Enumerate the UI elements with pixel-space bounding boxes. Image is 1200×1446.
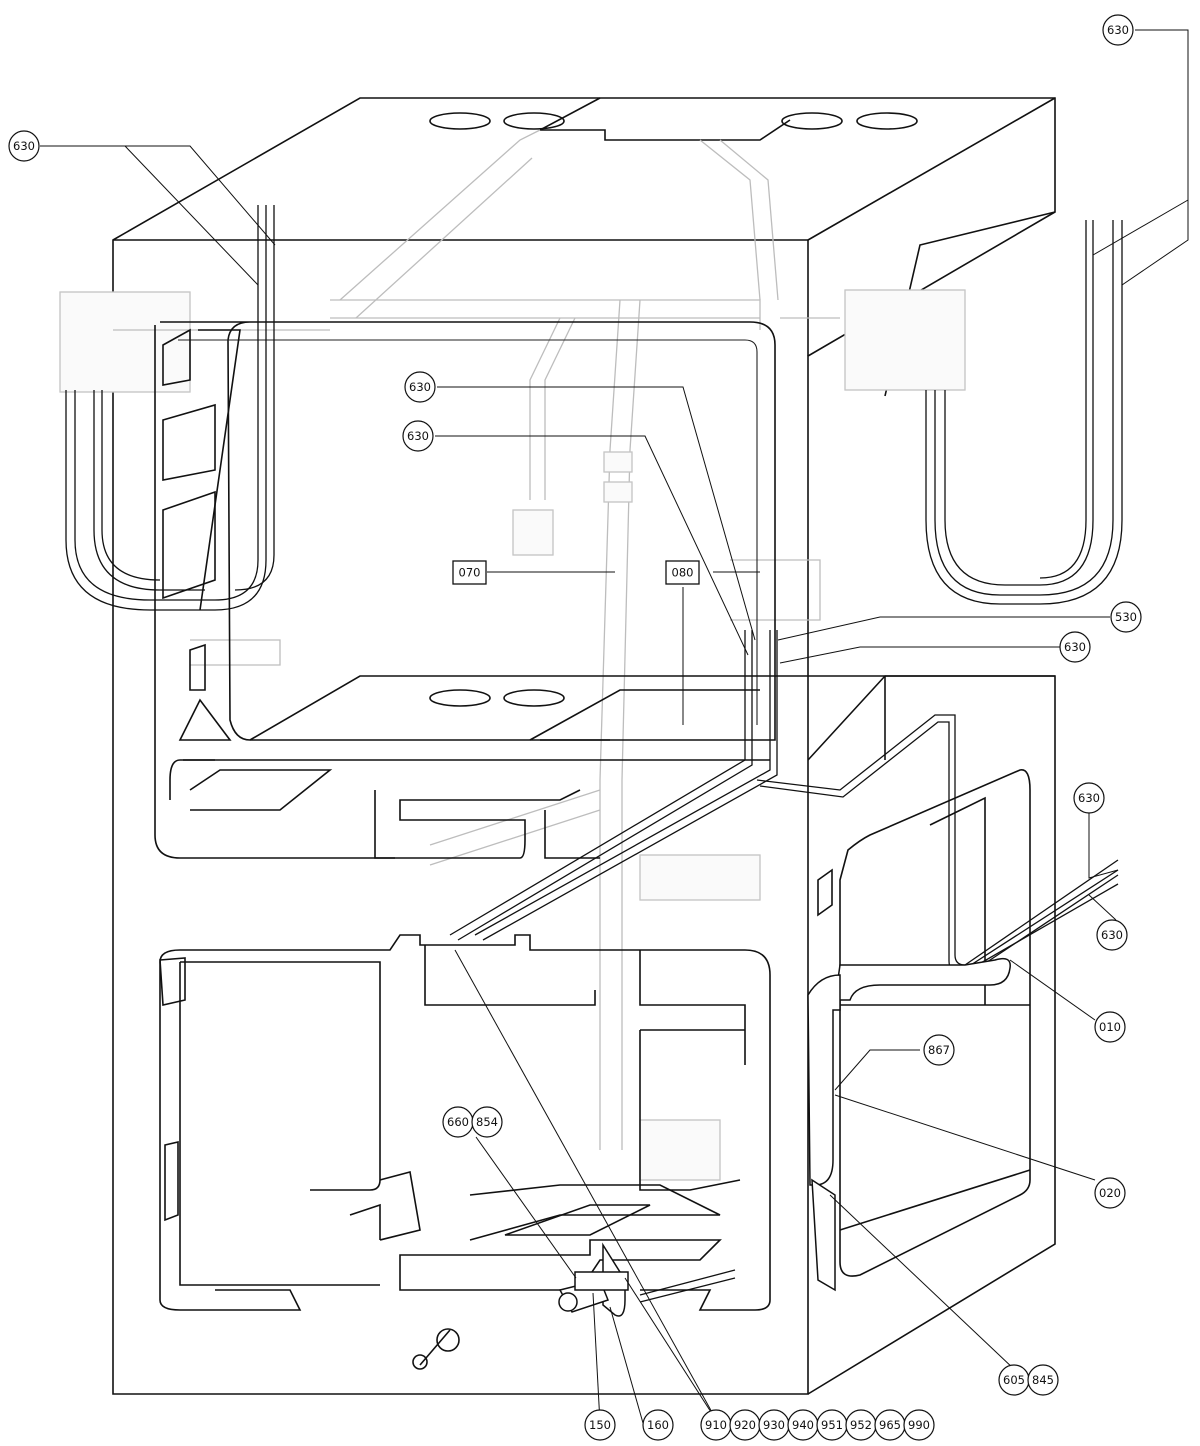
callout-940: 940	[787, 1409, 819, 1441]
svg-text:630: 630	[13, 139, 35, 153]
callout-630-right-b: 630	[1073, 782, 1105, 814]
callout-020: 020	[1094, 1177, 1126, 1209]
svg-text:940: 940	[792, 1418, 814, 1432]
svg-text:930: 930	[763, 1418, 785, 1432]
callout-630-top-left: 630	[8, 130, 40, 162]
svg-text:070: 070	[459, 566, 481, 580]
callout-952: 952	[845, 1409, 877, 1441]
boxed-labels: 070 080	[452, 560, 700, 585]
svg-text:630: 630	[1101, 928, 1123, 942]
callout-920: 920	[729, 1409, 761, 1441]
lower-compartment	[159, 934, 771, 1311]
visible-piping	[65, 205, 1123, 1370]
callout-965: 965	[874, 1409, 906, 1441]
top-holes	[429, 112, 918, 707]
svg-text:990: 990	[908, 1418, 930, 1432]
callout-854: 854	[471, 1106, 503, 1138]
svg-text:630: 630	[1064, 640, 1086, 654]
box-label-080: 080	[665, 560, 700, 585]
callout-630-right-a: 630	[1059, 631, 1091, 663]
callout-150: 150	[584, 1409, 616, 1441]
callout-630-right-c: 630	[1096, 919, 1128, 951]
upper-compartment	[154, 321, 1055, 859]
callout-867: 867	[923, 1034, 955, 1066]
svg-text:910: 910	[705, 1418, 727, 1432]
callout-630-mid-2: 630	[402, 420, 434, 452]
svg-text:630: 630	[407, 429, 429, 443]
callout-910: 910	[700, 1409, 732, 1441]
svg-text:630: 630	[1107, 23, 1129, 37]
svg-text:150: 150	[589, 1418, 611, 1432]
svg-text:080: 080	[672, 566, 694, 580]
svg-text:951: 951	[821, 1418, 843, 1432]
svg-text:854: 854	[476, 1115, 498, 1129]
svg-text:630: 630	[409, 380, 431, 394]
right-side-compartment	[817, 769, 1031, 1277]
callout-660: 660	[442, 1106, 474, 1138]
svg-text:160: 160	[647, 1418, 669, 1432]
callout-951: 951	[816, 1409, 848, 1441]
svg-text:867: 867	[928, 1043, 950, 1057]
callout-630-top-right: 630	[1102, 14, 1134, 46]
svg-text:630: 630	[1078, 791, 1100, 805]
svg-text:952: 952	[850, 1418, 872, 1432]
svg-text:530: 530	[1115, 610, 1137, 624]
svg-text:605: 605	[1003, 1373, 1025, 1387]
svg-text:010: 010	[1099, 1020, 1121, 1034]
callout-605: 605	[998, 1364, 1030, 1396]
svg-text:845: 845	[1032, 1373, 1054, 1387]
callout-630-mid-1: 630	[404, 371, 436, 403]
callouts: 630 630 630 630 530 630 630 630 010 867 …	[8, 14, 1142, 1441]
callout-160: 160	[642, 1409, 674, 1441]
callout-930: 930	[758, 1409, 790, 1441]
callout-530-right: 530	[1110, 601, 1142, 633]
cabinet-outline	[112, 97, 1056, 1395]
callout-990: 990	[903, 1409, 935, 1441]
callout-010: 010	[1094, 1011, 1126, 1043]
svg-text:920: 920	[734, 1418, 756, 1432]
svg-text:965: 965	[879, 1418, 901, 1432]
svg-text:020: 020	[1099, 1186, 1121, 1200]
hidden-internal-piping	[59, 129, 966, 1181]
callout-845: 845	[1027, 1364, 1059, 1396]
svg-text:660: 660	[447, 1115, 469, 1129]
box-label-070: 070	[452, 560, 487, 585]
leader-lines	[40, 29, 1189, 1424]
